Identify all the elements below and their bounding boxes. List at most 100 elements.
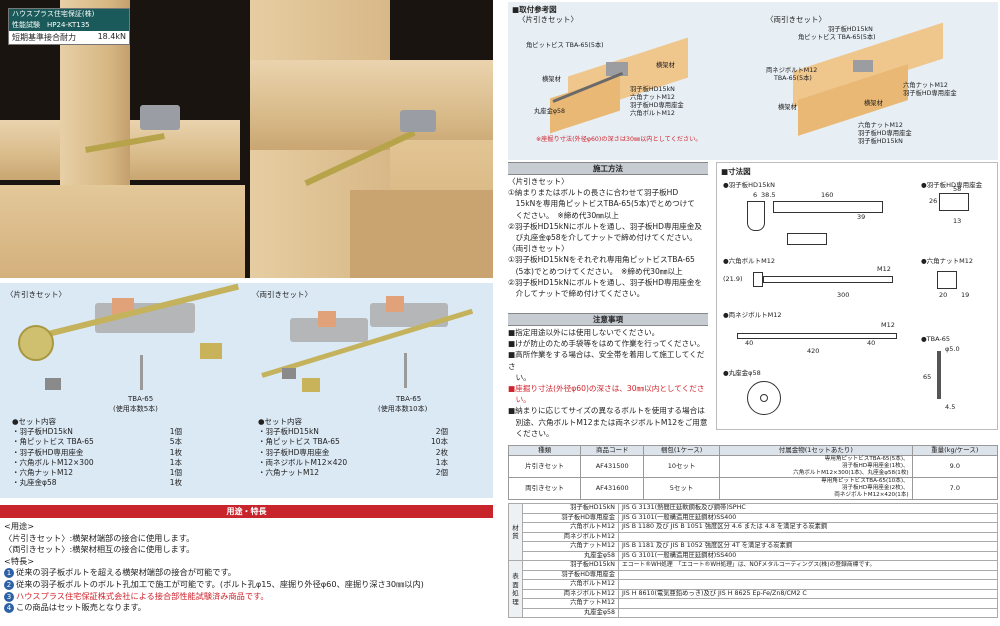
double-tba-note: (使用本数10本) <box>378 405 428 413</box>
single-tba-note: (使用本数5本) <box>113 405 158 413</box>
usage-line: 〈片引きセット〉:横架材端部の接合に使用します。 <box>4 532 195 543</box>
install-double-hardware <box>853 60 873 72</box>
dims-round-title: ●丸座金φ58 <box>723 369 761 377</box>
method-line: 〈片引きセット〉 <box>508 177 569 186</box>
install-single-label: 羽子板HD専用座金 <box>630 102 684 109</box>
spec-weight: 7.0 <box>911 477 999 500</box>
single-item-qty: 1個 <box>169 468 182 478</box>
table-row: 六角ボルトM12 <box>509 579 998 590</box>
caution-line: ■指定用途以外には使用しないでください。 <box>508 328 660 337</box>
double-washer-square <box>302 378 320 392</box>
spec-acc: 六角ボルトM12×300(1本)、丸座金φ58(1枚) <box>793 470 909 476</box>
single-nut <box>45 378 61 390</box>
double-item-name: ・両ネジボルトM12×420 <box>258 457 348 467</box>
dim-value: 300 <box>837 291 850 299</box>
install-single-title: 〈片引きセット〉 <box>518 15 578 24</box>
install-double-label: TBA-65(5本) <box>774 75 812 82</box>
install-double-label: 横架材 <box>778 104 797 111</box>
double-label-tag-1 <box>318 311 336 327</box>
material-spec: JIS G 3101(一般構造用圧延鋼材)SS400 <box>618 512 998 523</box>
spec-weight: 9.0 <box>911 455 999 478</box>
material-item: 丸座金φ58 <box>522 607 619 618</box>
single-tba-label: TBA-65 <box>128 395 154 403</box>
double-label-tag-2 <box>386 296 404 312</box>
double-tba-label: TBA-65 <box>396 395 422 403</box>
single-item-name: ・角ピットビス TBA-65 <box>12 437 94 447</box>
spec-pack: 5セット <box>643 477 721 500</box>
method-line: (5本)でとめつけてください。 ※締め代30㎜以上 <box>508 266 683 276</box>
single-item-name: ・丸座金φ58 <box>12 478 57 488</box>
single-item-qty: 5本 <box>169 437 182 447</box>
dim-value: M12 <box>881 321 895 329</box>
features-body: <用途> 〈片引きセット〉:横架材端部の接合に使用します。 〈両引きセット〉:横… <box>4 521 484 614</box>
double-item-qty: 2個 <box>435 468 448 478</box>
dim-value: 13 <box>953 217 962 225</box>
spec-kind: 片引きセット <box>507 455 582 478</box>
spec-header: 梱包(1ケース) <box>643 445 721 456</box>
material-item: 両ネジボルトM12 <box>522 531 619 542</box>
install-double-label: 横架材 <box>864 100 883 107</box>
spec-kind: 両引きセット <box>507 477 582 500</box>
badge-line2: 性能試験 HP24-KT135 <box>9 20 129 31</box>
dbolt-drawing <box>737 333 897 339</box>
method-line: ②羽子板HD15kNにボルトを通し、羽子板HD専用座金を <box>508 277 702 287</box>
material-spec <box>618 598 998 609</box>
caution-line: 別途、六角ボルトM12または両ネジボルトM12をご用意 <box>508 417 708 427</box>
spec-header: 付属金物(1セットあたり) <box>719 445 913 456</box>
table-row: 羽子板HD専用座金 <box>509 569 998 580</box>
dims-dbolt-title: ●両ネジボルトM12 <box>723 311 782 319</box>
method-body: 〈片引きセット〉 ①納まりまたはボルトの長さに合わせて羽子板HD 15kNを専用… <box>508 176 710 299</box>
hardware-right <box>400 110 436 132</box>
round-washer-hole <box>760 394 768 402</box>
material-item: 六角ボルトM12 <box>522 579 619 590</box>
install-note: ※座掘り寸法(外径φ60)の深さは30㎜以内としてください。 <box>536 136 702 143</box>
dim-value: 6 <box>753 191 758 199</box>
single-item-name: ・羽子板HD15kN <box>12 427 73 437</box>
install-head: ■取付参考図 <box>512 5 557 14</box>
method-line: ①納まりまたはボルトの長さに合わせて羽子板HD <box>508 188 679 198</box>
double-item-qty: 2個 <box>435 427 448 437</box>
table-row: 片引きセット AF431500 10セット 専用角ピットビスTBA-65(5本)… <box>507 455 999 478</box>
install-double-label: 六角ナットM12 <box>903 82 948 89</box>
usage-head: <用途> <box>4 521 35 531</box>
spec-pack: 10セット <box>643 455 721 478</box>
double-item-name: ・角ピットビス TBA-65 <box>258 437 340 447</box>
material-spec <box>618 569 998 580</box>
hd-plate-drawing <box>773 201 883 213</box>
dim-value: 19 <box>961 291 970 299</box>
feature-number: 4 <box>4 603 14 614</box>
double-item-name: ・羽子板HD15kN <box>258 427 319 437</box>
dims-head: ■寸法図 <box>721 167 751 176</box>
badge-label: 短期基準接合耐力 <box>12 33 76 42</box>
caution-line: い。 <box>508 372 531 382</box>
spec-acc: 羽子板HD専用座金(2枚)、 <box>841 485 909 491</box>
hd-base-drawing <box>787 233 827 245</box>
badge-value: 18.4kN <box>97 32 126 41</box>
material-table: 材質 羽子板HD15kN JIS G 3131(熱間圧延軟鋼板及び鋼帯)SPHC… <box>508 503 998 618</box>
material-spec: JIS B 1181 及び JIS B 1052 強度区分 4T を満足する炭素… <box>618 541 998 552</box>
material-item: 六角ナットM12 <box>522 598 619 609</box>
washer-drawing <box>939 193 969 211</box>
feature-number: 2 <box>4 579 14 590</box>
dim-value: 4.5 <box>945 403 956 411</box>
install-double-label: 羽子板HD15kN <box>828 26 873 33</box>
caution-line: ■座掘り寸法(外径φ60)の深さは、30㎜以内としてくださ <box>508 384 705 394</box>
install-double-label: 羽子板HD15kN <box>858 138 903 145</box>
material-spec <box>618 531 998 542</box>
install-double-label: 角ピットビス TBA-65(5本) <box>798 34 876 41</box>
material-spec: JIS B 1180 及び JIS B 1051 強度区分 4.6 または 4.… <box>618 522 998 533</box>
single-screw <box>140 355 143 390</box>
dimension-panel: ■寸法図 ●羽子板HD15kN ●羽子板HD専用座金 6 38.5 160 58… <box>716 162 998 430</box>
single-item-qty: 1枚 <box>169 478 182 488</box>
single-set-title: 〈片引きセット〉 <box>6 290 66 299</box>
dims-tba-title: ●TBA-65 <box>921 335 951 343</box>
dim-value: 40 <box>867 339 876 347</box>
install-panel: ■取付参考図 〈片引きセット〉 〈両引きセット〉 角ピットビス TBA-65(5… <box>508 2 998 160</box>
double-nut <box>282 368 296 379</box>
install-double-title: 〈両引きセット〉 <box>766 15 826 24</box>
